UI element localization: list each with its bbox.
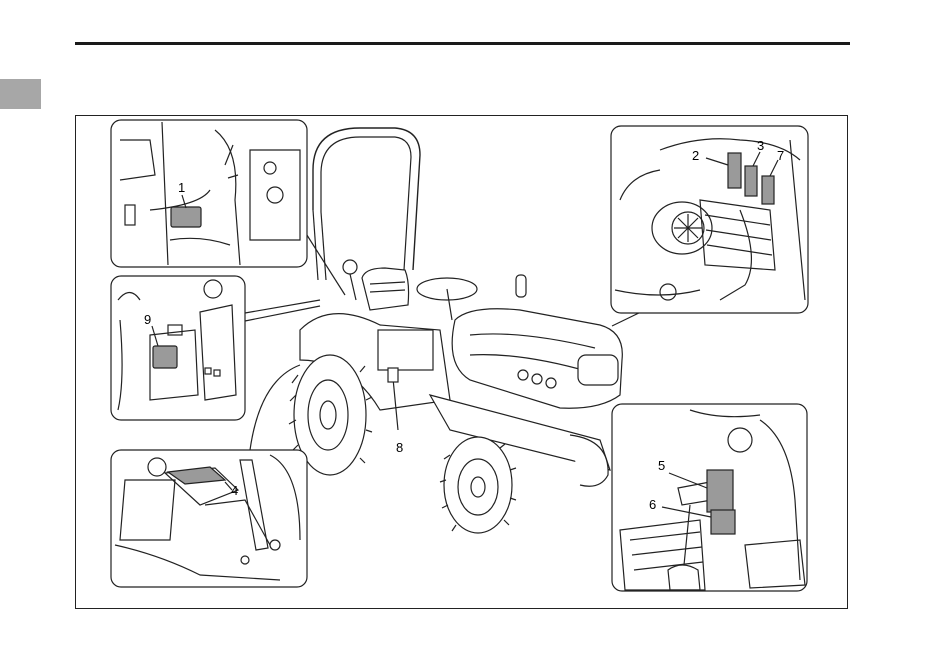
inset-4-panel xyxy=(111,450,307,587)
callout-9: 9 xyxy=(144,312,151,327)
inset-1-panel xyxy=(111,120,307,267)
leader-line-4 xyxy=(250,365,300,450)
label-sticker-5 xyxy=(707,470,733,512)
label-sticker-3 xyxy=(745,166,757,196)
label-sticker-6 xyxy=(711,510,735,534)
label-sticker-1 xyxy=(171,207,201,227)
tractor-illustration xyxy=(289,128,622,533)
callout-2: 2 xyxy=(692,148,699,163)
label-sticker-9 xyxy=(153,346,177,368)
label-sticker-7 xyxy=(762,176,774,204)
callout-6: 6 xyxy=(649,497,656,512)
callout-1: 1 xyxy=(178,180,185,195)
callout-8: 8 xyxy=(396,440,403,455)
callout-4: 4 xyxy=(231,483,238,498)
leader-line-9 xyxy=(245,300,320,313)
inset-5-6-panel xyxy=(612,404,807,591)
callout-7: 7 xyxy=(777,148,784,163)
label-sticker-2 xyxy=(728,153,741,188)
callout-5: 5 xyxy=(658,458,665,473)
callout-3: 3 xyxy=(757,138,764,153)
inset-9-panel xyxy=(111,276,245,420)
